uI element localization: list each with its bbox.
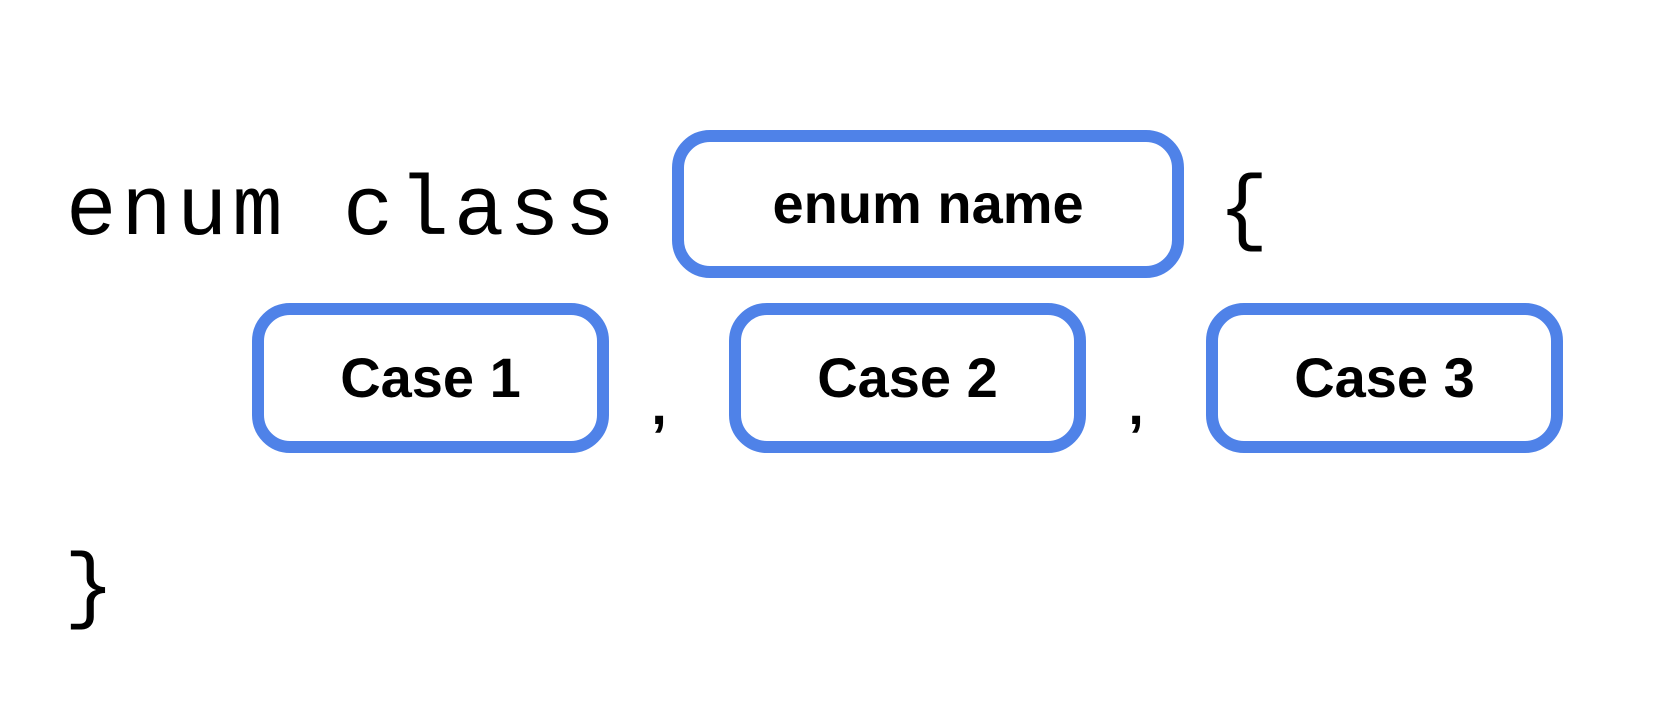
open-brace: { bbox=[1218, 164, 1274, 260]
case-1-label: Case 1 bbox=[340, 346, 521, 409]
case-2-box: Case 2 bbox=[729, 303, 1086, 453]
enum-class-keyword: enum class bbox=[66, 164, 621, 260]
case-1-box: Case 1 bbox=[252, 303, 609, 453]
enum-name-label: enum name bbox=[772, 172, 1084, 235]
enum-name-box: enum name bbox=[672, 130, 1185, 278]
case-separator-comma: , bbox=[1128, 372, 1144, 436]
case-separator-comma: , bbox=[651, 372, 667, 436]
declaration-line: enum class enum name { bbox=[66, 130, 1274, 278]
case-2-label: Case 2 bbox=[817, 346, 998, 409]
closing-line: } bbox=[64, 543, 119, 640]
cases-line: Case 1 , Case 2 , Case 3 bbox=[252, 303, 1563, 453]
close-brace: } bbox=[64, 543, 120, 638]
case-3-box: Case 3 bbox=[1206, 303, 1563, 453]
case-3-label: Case 3 bbox=[1294, 346, 1475, 409]
